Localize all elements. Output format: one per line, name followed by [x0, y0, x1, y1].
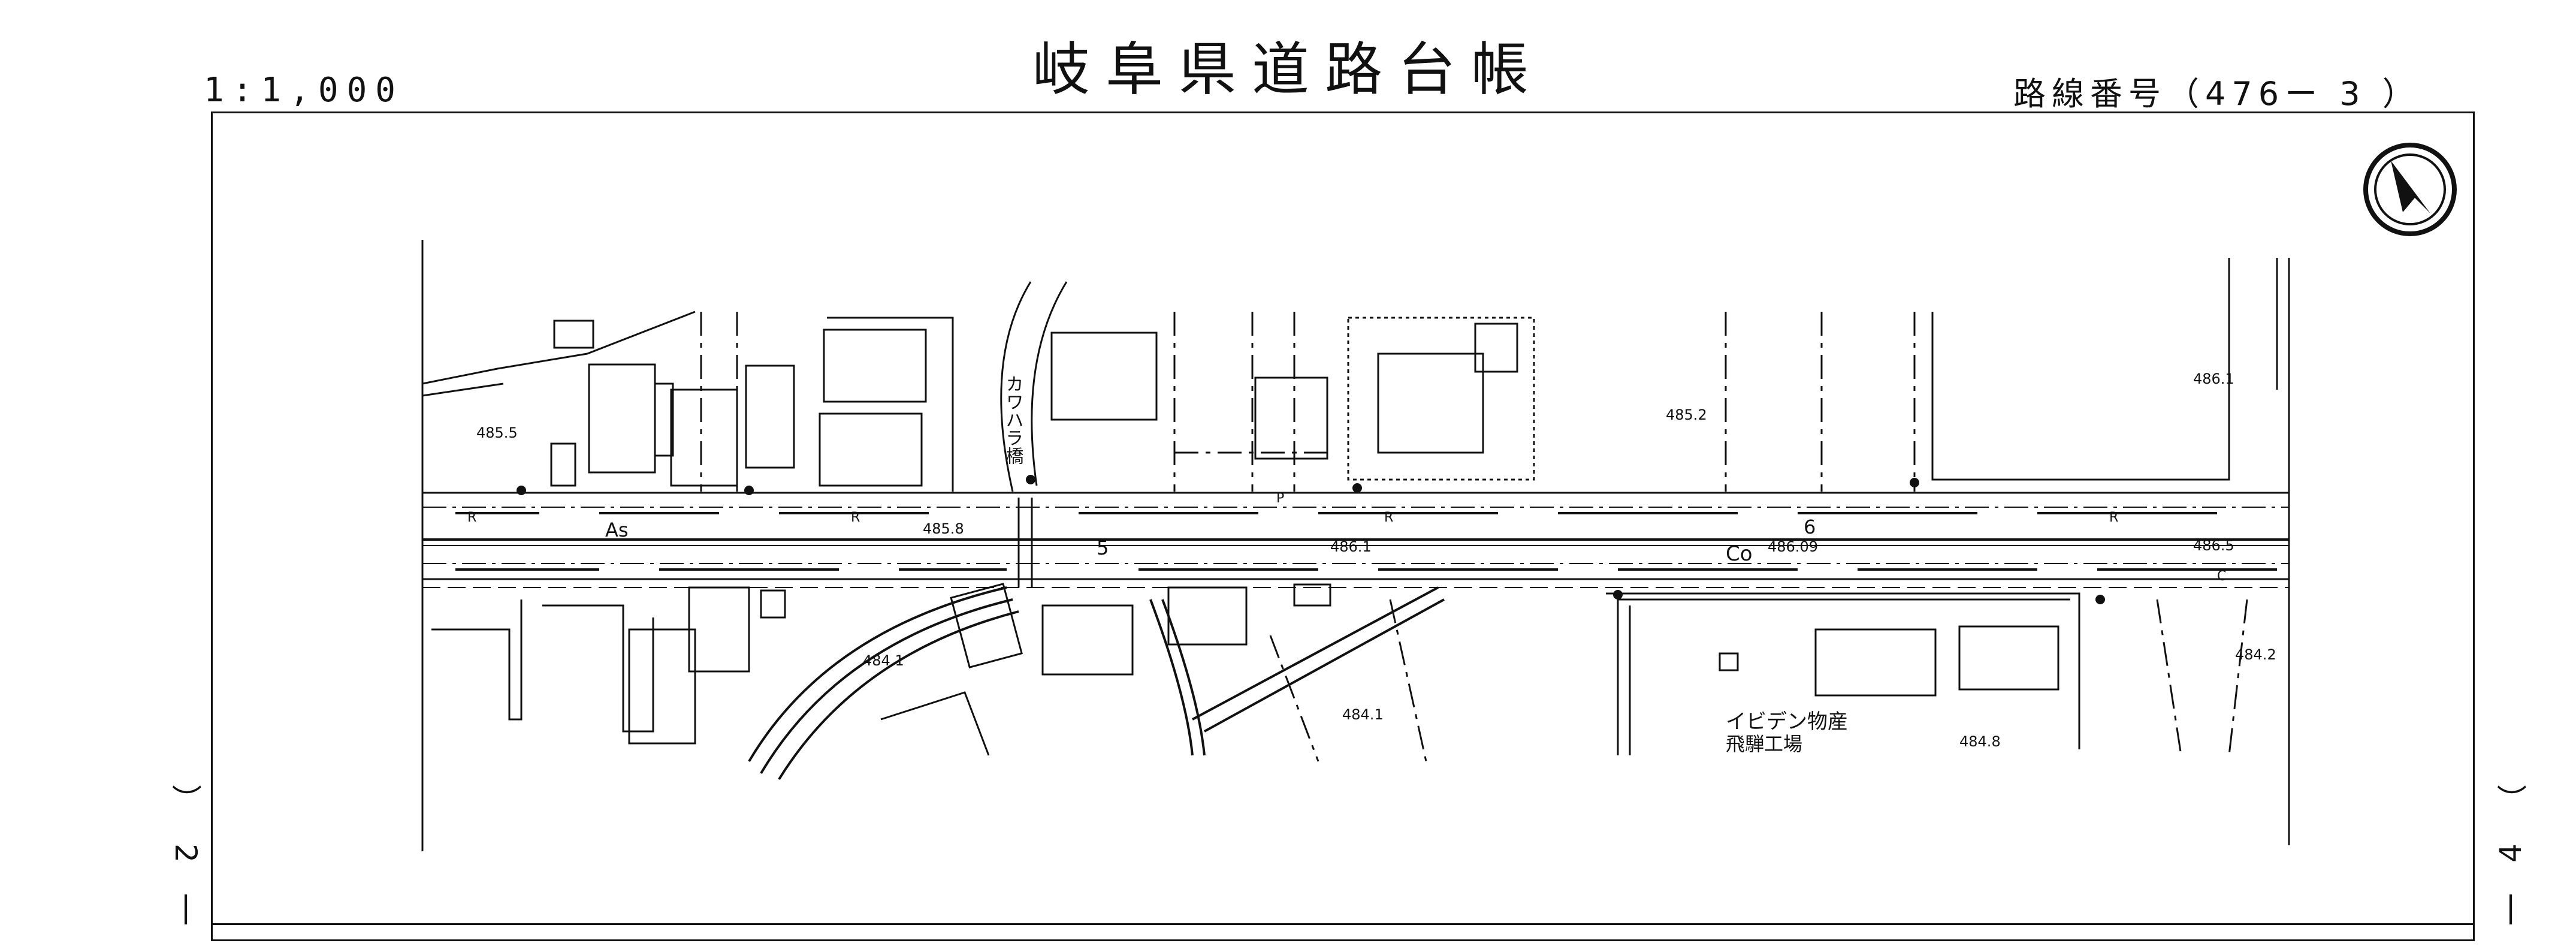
elevation-label: 485.8 [923, 520, 964, 537]
north-buildings [422, 258, 2278, 492]
south-property-lines [1269, 599, 2248, 762]
stream [1000, 281, 1068, 492]
road-mark: R [1384, 510, 1393, 525]
right-page-mark: ） 4 | [2493, 779, 2529, 927]
section-number: 5 [1097, 537, 1109, 559]
facility-label-line1: イビデン物産 [1726, 710, 1848, 734]
utility-poles [517, 475, 2105, 604]
pavement-concrete-label: Co [1726, 542, 1753, 566]
map-labels: 485.5 485.8 486.1 485.2 486.09 486.1 486… [467, 370, 2276, 755]
section-number: 6 [1804, 516, 1816, 538]
road-mark: P [1276, 491, 1284, 506]
facility-label-line2: 飛騨工場 [1726, 733, 1802, 755]
map-frame [211, 112, 2475, 941]
main-road [422, 492, 2289, 588]
property-lines [700, 312, 1916, 492]
route-number: 路線番号（476ー 3 ） [2013, 75, 2421, 113]
elevation-label: 486.5 [2193, 537, 2234, 554]
bridge-label: カワハラ橋 [1002, 375, 1024, 465]
rail-curve [748, 586, 1445, 781]
right-mark-bar: | [2505, 890, 2516, 924]
elevation-label: 485.2 [1666, 406, 1707, 423]
elevation-label: 485.5 [476, 424, 518, 441]
left-mark-bar: | [180, 890, 191, 924]
map-scale: 1:1,000 [204, 71, 404, 110]
elevation-label: 486.1 [2193, 370, 2234, 387]
elevation-label: 484.8 [1959, 733, 2001, 750]
left-page-mark: ） 2 | [168, 779, 204, 927]
north-arrow-icon [2363, 143, 2457, 236]
elevation-label: 486.09 [1768, 538, 1818, 555]
map-title: 岐阜県道路台帳 [1032, 36, 1544, 103]
pavement-asphalt-label: As [605, 519, 629, 541]
elevation-label: 484.1 [1342, 706, 1384, 723]
lower-frame [211, 923, 2475, 949]
elevation-label: 486.1 [1330, 538, 1372, 555]
road-mark: C [2217, 569, 2226, 584]
south-buildings [431, 583, 2080, 756]
road-mark: R [467, 510, 476, 525]
road-mark: R [2109, 510, 2118, 525]
curb-marks [455, 512, 2277, 571]
elevation-label: 484.2 [2235, 646, 2276, 663]
road-mark: R [851, 510, 860, 525]
elevation-label: 484.1 [863, 652, 904, 669]
